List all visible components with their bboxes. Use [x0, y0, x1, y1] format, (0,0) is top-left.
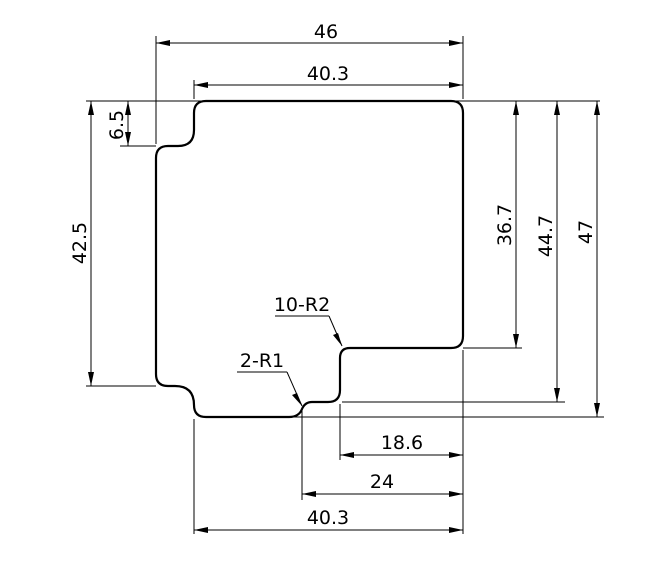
- dim-label-36-7: 36.7: [494, 204, 516, 246]
- callout-radius-10-r2: 10-R2: [274, 294, 343, 347]
- dim-right-overall-height: 47: [575, 101, 600, 417]
- extension-lines: [86, 36, 604, 534]
- callout-label-2-r1: 2-R1: [240, 350, 284, 372]
- dim-label-40-3-bottom: 40.3: [307, 507, 349, 529]
- dim-left-height: 42.5: [69, 101, 94, 386]
- dim-top-overall-width: 46: [156, 21, 463, 46]
- dim-right-inner-height: 36.7: [494, 101, 519, 348]
- dim-label-47: 47: [575, 220, 597, 244]
- dim-left-notch-depth: 6.5: [106, 101, 131, 146]
- dim-label-44-7: 44.7: [535, 215, 557, 257]
- dim-label-18-6: 18.6: [381, 432, 423, 454]
- dim-label-6-5: 6.5: [106, 110, 128, 140]
- dim-label-24: 24: [370, 471, 394, 493]
- callout-label-10-r2: 10-R2: [274, 294, 330, 316]
- part-outline: [154, 99, 465, 419]
- dim-bottom-step-width: 18.6: [340, 432, 463, 458]
- dim-label-40-3-top: 40.3: [307, 63, 349, 85]
- dim-right-mid-height: 44.7: [535, 101, 560, 402]
- dim-top-inner-width: 40.3: [194, 63, 463, 88]
- dim-bottom-inner-width: 40.3: [194, 507, 463, 533]
- dim-label-46: 46: [314, 21, 338, 43]
- callout-radius-2-r1: 2-R1: [237, 350, 303, 407]
- dim-bottom-mid-width: 24: [302, 471, 463, 497]
- dim-label-42-5: 42.5: [69, 222, 91, 264]
